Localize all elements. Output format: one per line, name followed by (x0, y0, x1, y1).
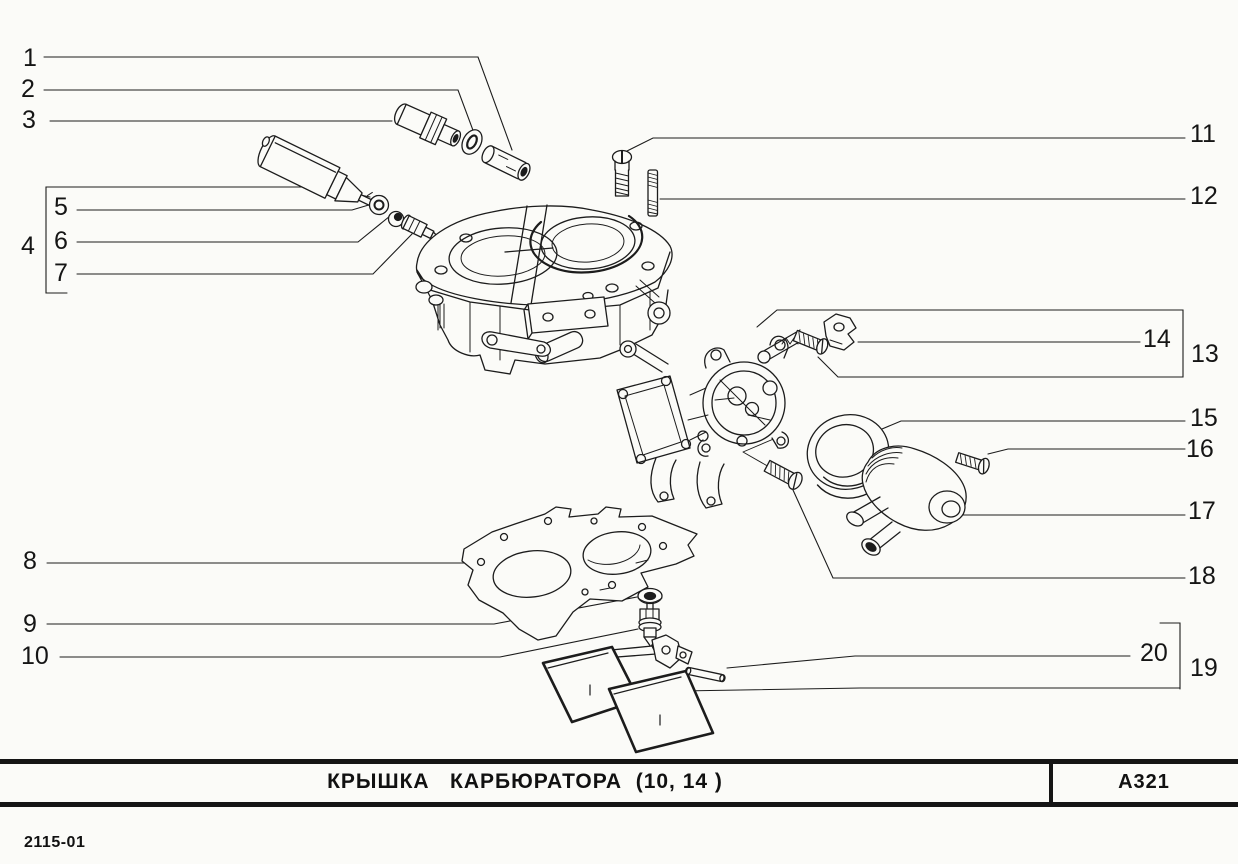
leader-line-15 (881, 420, 1186, 430)
leader-line-1 (43, 56, 513, 151)
needle-valve-7-drawing (400, 214, 451, 242)
leader-line-16 (987, 448, 1186, 455)
bushing-6-drawing (387, 210, 405, 228)
solenoid-valve-drawing (257, 135, 451, 242)
callout-15: 15 (1190, 404, 1218, 432)
figure-code: А321 (1118, 771, 1170, 793)
callout-3: 3 (22, 106, 36, 134)
leader-bracket-4 (45, 186, 371, 294)
callout-5: 5 (54, 193, 68, 221)
washer-9-drawing (637, 587, 663, 605)
callout-13: 13 (1191, 340, 1219, 368)
leader-line-2 (43, 89, 475, 134)
leader-lines (43, 56, 1186, 692)
needle-valve-10-drawing (638, 602, 662, 648)
washer-2-drawing (461, 129, 483, 155)
clamp-13-drawing (823, 313, 857, 351)
callout-10: 10 (21, 642, 49, 670)
callout-1: 1 (23, 44, 37, 72)
valve-body-3-drawing (393, 103, 462, 147)
washer-5-drawing (368, 194, 390, 216)
callout-4: 4 (21, 232, 35, 260)
leader-line-20 (726, 655, 1131, 669)
cover-17-drawing (846, 445, 967, 556)
title-bar-top-rule (0, 759, 1238, 764)
callout-7: 7 (54, 259, 68, 287)
callout-6: 6 (54, 227, 68, 255)
gasket-8-drawing (461, 506, 698, 641)
stud-12-drawing (647, 169, 659, 217)
jet-parts-drawing (393, 103, 531, 181)
screw-16-drawing (954, 452, 990, 475)
callout-9: 9 (23, 610, 37, 638)
leader-line-10 (59, 628, 639, 658)
callout-20: 20 (1140, 639, 1168, 667)
jet-1-drawing (481, 145, 531, 181)
title-bar-divider (1049, 759, 1053, 807)
callout-16: 16 (1186, 435, 1214, 463)
callout-12: 12 (1190, 182, 1218, 210)
float-pin-20-drawing (684, 666, 726, 683)
leader-line-7 (76, 233, 413, 275)
leader-line-18 (792, 489, 1186, 579)
callout-18: 18 (1188, 562, 1216, 590)
screw-11-drawing (611, 149, 633, 197)
carburetor-cover-drawing (415, 204, 673, 375)
leader-line-9 (46, 596, 638, 625)
callout-17: 17 (1188, 497, 1216, 525)
callout-19: 19 (1190, 654, 1218, 682)
doc-number: 2115-01 (24, 834, 86, 851)
callout-8: 8 (23, 547, 37, 575)
leader-bracket-19 (679, 622, 1181, 692)
leader-line-11 (624, 137, 1186, 153)
leader-bracket-13 (756, 309, 1184, 378)
callout-11: 11 (1190, 120, 1216, 148)
figure-title: КРЫШКА КАРБЮРАТОРА (10, 14 ) (327, 770, 723, 793)
starting-device-drawing (616, 329, 807, 509)
leader-line-6 (76, 215, 391, 243)
leader-line-5 (76, 203, 373, 211)
screw-14-drawing (792, 329, 829, 355)
title-bar-bottom-rule (0, 802, 1238, 807)
callout-2: 2 (21, 75, 35, 103)
callout-14: 14 (1143, 325, 1171, 353)
float-assembly-drawing (541, 634, 726, 754)
screw-18-drawing (763, 459, 803, 490)
